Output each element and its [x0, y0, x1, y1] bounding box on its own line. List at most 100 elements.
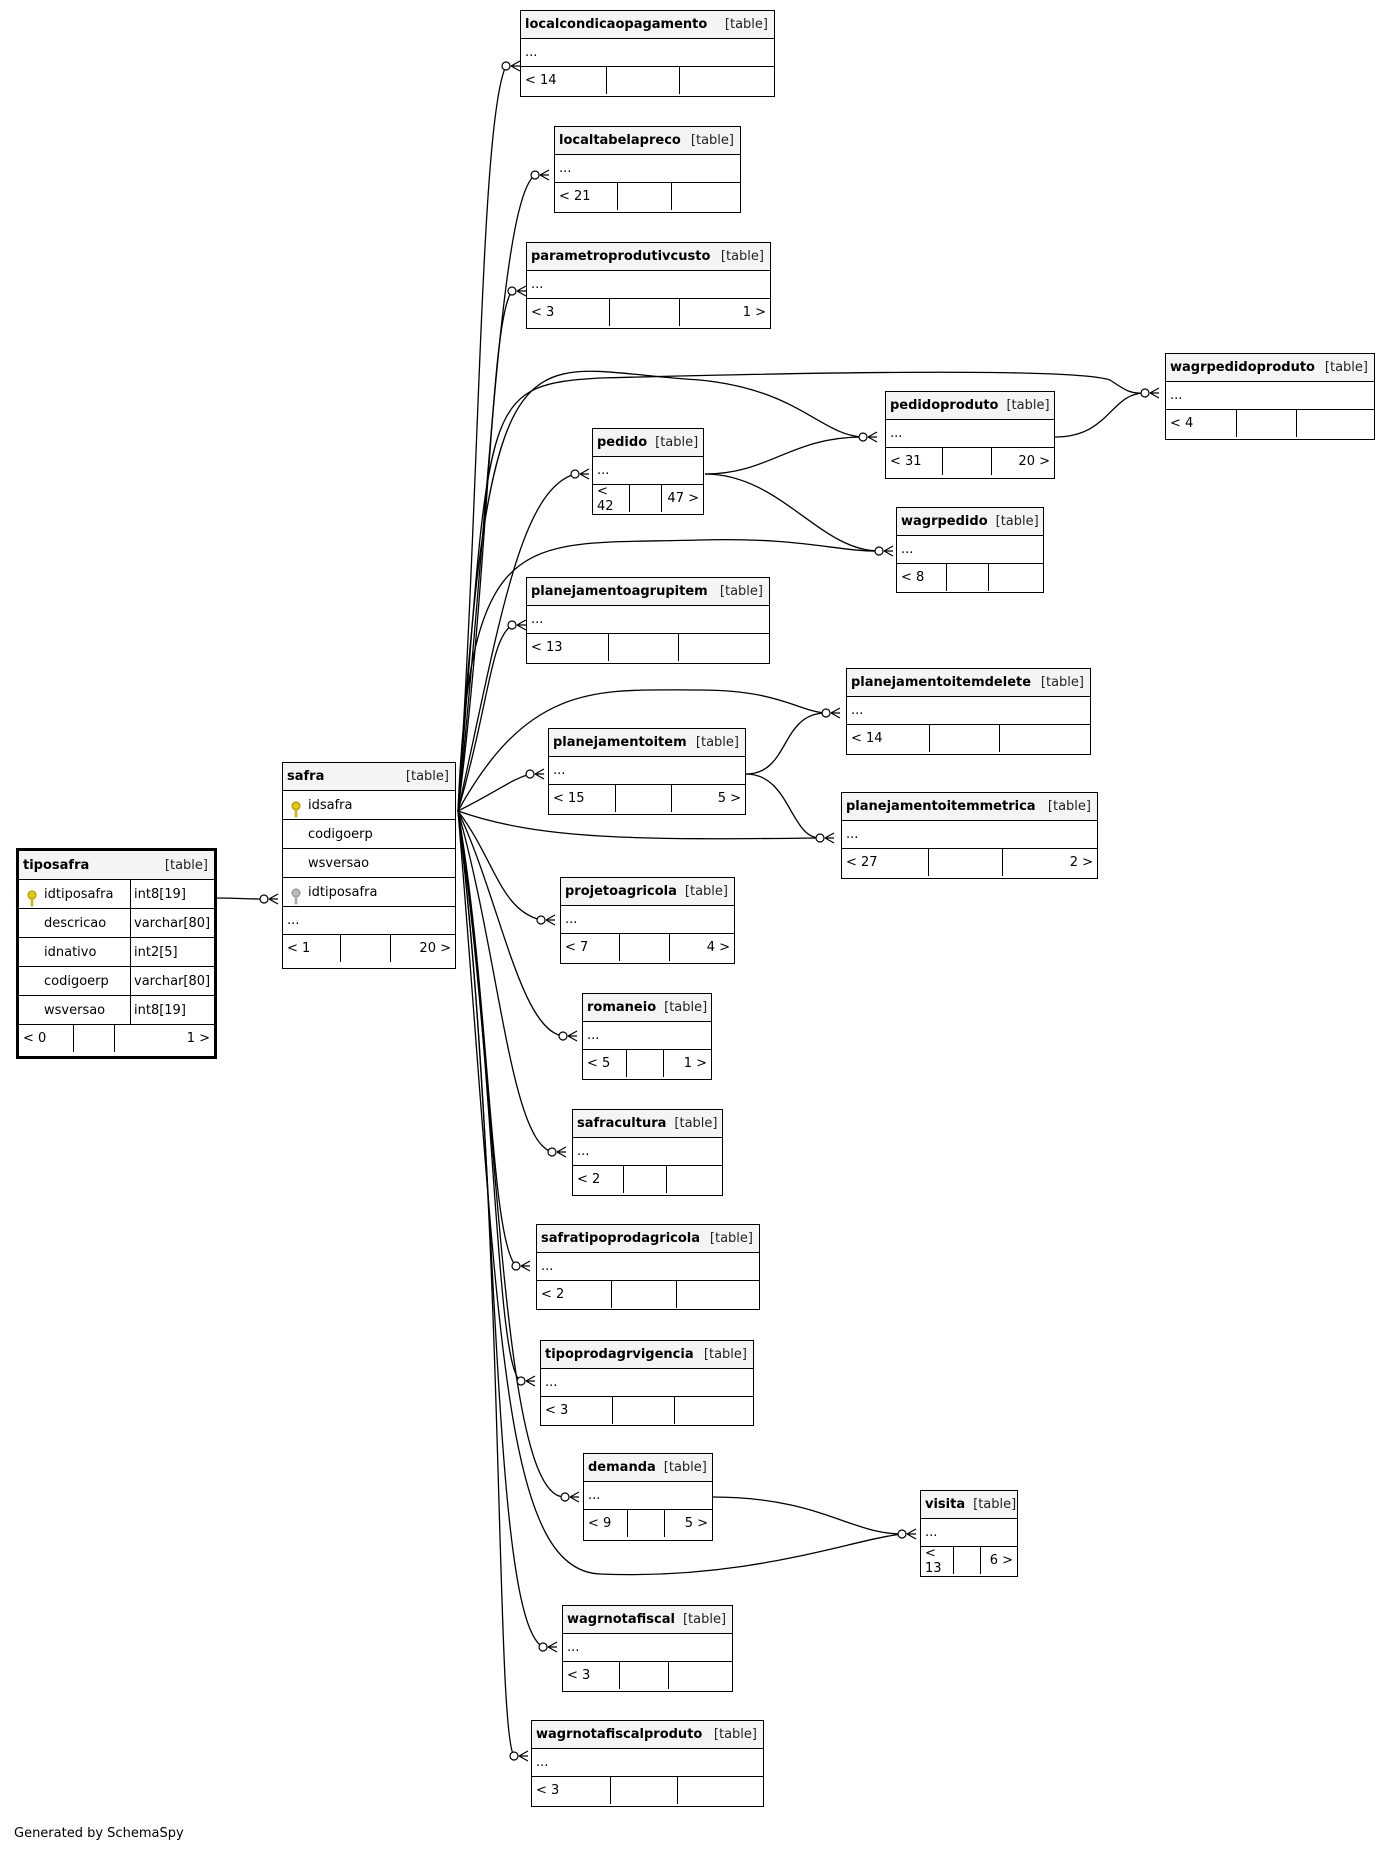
crowfoot-marker [516, 619, 527, 631]
parents-count[interactable]: < 2 [573, 1166, 624, 1193]
parents-count[interactable]: < 2 [537, 1281, 613, 1308]
parents-count[interactable]: < 31 [886, 448, 944, 475]
table-tiposafra[interactable]: tiposafra [table] idtiposafra int8[19] d… [16, 848, 217, 1059]
parents-count[interactable]: < 3 [541, 1397, 614, 1424]
parents-count[interactable]: < 13 [527, 634, 610, 661]
table-ellipsis: ... [573, 1138, 722, 1166]
table-name: pedidoproduto [890, 398, 999, 413]
table-tipoprodagrvigencia[interactable]: tipoprodagrvigencia[table]...< 3 [540, 1340, 754, 1426]
optional-marker [501, 61, 511, 71]
table-ellipsis: ... [921, 1519, 1017, 1547]
parents-count[interactable]: < 3 [532, 1777, 611, 1804]
table-visita[interactable]: visita[table]...< 13 6 > [920, 1490, 1018, 1577]
parents-count[interactable]: < 27 [842, 849, 929, 876]
children-count[interactable] [1000, 725, 1090, 752]
parents-count[interactable]: < 15 [549, 785, 616, 812]
children-count[interactable] [675, 1397, 753, 1424]
children-count[interactable]: 5 > [684, 1516, 708, 1531]
footer-spacer [610, 299, 681, 326]
table-safra[interactable]: safra [table] idsafra codigoerp wsversao… [282, 762, 456, 969]
children-count[interactable] [678, 1777, 763, 1804]
table-wagrpedidoproduto[interactable]: wagrpedidoproduto[table]...< 4 [1165, 353, 1375, 440]
footer-spacer [607, 67, 681, 94]
table-header: wagrnotafiscal[table] [563, 1606, 732, 1634]
children-count[interactable]: 1 > [683, 1056, 707, 1071]
parents-count[interactable]: < 13 [921, 1546, 954, 1576]
table-planejamentoagrupitem[interactable]: planejamentoagrupitem[table]...< 13 [526, 577, 770, 664]
children-count[interactable]: 47 > [667, 491, 699, 506]
table-safracultura[interactable]: safracultura[table]...< 2 [572, 1109, 723, 1196]
table-localcondicaopagamento[interactable]: localcondicaopagamento[table]...< 14 [520, 10, 775, 97]
column-row: idtiposafra [283, 878, 455, 907]
edge-safra-wagrnotafiscal [457, 810, 544, 1648]
edge-pedido-wagrpedido [704, 473, 880, 552]
optional-marker [509, 1751, 519, 1761]
parents-count[interactable]: < 42 [593, 484, 631, 514]
children-count[interactable]: 6 > [989, 1553, 1013, 1568]
edge-demanda-visita [711, 1496, 903, 1535]
table-ellipsis: ... [1166, 382, 1374, 410]
table-header: tiposafra [table] [19, 851, 214, 880]
edge-safra-planejamentoagrupitem [457, 624, 513, 812]
parents-count[interactable]: < 0 [19, 1025, 74, 1052]
crowfoot-marker [545, 914, 556, 926]
children-count[interactable] [677, 1281, 759, 1308]
children-count[interactable]: 20 > [1018, 454, 1050, 469]
table-ellipsis: ... [563, 1634, 732, 1662]
parents-count[interactable]: < 3 [563, 1662, 621, 1689]
parents-count[interactable]: < 14 [521, 67, 608, 94]
crowfoot-marker [516, 285, 527, 297]
footer-spacer [620, 934, 670, 961]
footer-spacer [954, 1547, 982, 1574]
children-count[interactable]: 5 > [717, 791, 741, 806]
table-planejamentoitemdelete[interactable]: planejamentoitemdelete[table]...< 14 [846, 668, 1091, 755]
children-count[interactable]: 4 > [706, 940, 730, 955]
table-wagrpedido[interactable]: wagrpedido[table]...< 8 [896, 507, 1044, 593]
children-count[interactable] [679, 634, 769, 661]
crowfoot-marker [569, 1491, 580, 1503]
children-count[interactable]: 20 > [419, 941, 451, 956]
parents-count[interactable]: < 1 [283, 935, 342, 962]
table-wagrnotafiscalproduto[interactable]: wagrnotafiscalproduto[table]...< 3 [531, 1720, 764, 1807]
table-header: visita[table] [921, 1491, 1017, 1519]
edge-safra-localcondicaopagamento [457, 65, 507, 812]
table-tag: [table] [690, 133, 734, 148]
table-localtabelapreco[interactable]: localtabelapreco[table]...< 21 [554, 126, 741, 213]
parents-count[interactable]: < 5 [583, 1050, 627, 1077]
parents-count[interactable]: < 21 [555, 183, 618, 210]
children-count[interactable] [989, 564, 1043, 591]
table-wagrnotafiscal[interactable]: wagrnotafiscal[table]...< 3 [562, 1605, 733, 1692]
children-count[interactable]: 2 > [1069, 855, 1093, 870]
table-name: wagrpedido [901, 514, 988, 529]
table-footer: < 14 [521, 67, 774, 94]
children-count[interactable] [672, 183, 740, 210]
table-footer: < 3 1 > [527, 299, 770, 326]
table-name: demanda [588, 1460, 656, 1475]
table-tag: [table] [973, 1497, 1017, 1512]
children-count[interactable] [667, 1166, 722, 1193]
parents-count[interactable]: < 3 [527, 299, 610, 326]
children-count[interactable] [669, 1662, 732, 1689]
parents-count[interactable]: < 14 [847, 725, 930, 752]
footer-spacer [613, 1397, 675, 1424]
parents-count[interactable]: < 4 [1166, 410, 1237, 437]
children-count[interactable]: 1 > [186, 1031, 210, 1046]
children-count[interactable] [1297, 410, 1374, 437]
parents-count[interactable]: < 8 [897, 564, 947, 591]
parents-count[interactable]: < 9 [584, 1510, 628, 1537]
table-footer: < 2 [537, 1281, 759, 1308]
table-safratipoprodagricola[interactable]: safratipoprodagricola[table]...< 2 [536, 1224, 760, 1310]
children-count[interactable]: 1 > [742, 305, 766, 320]
column-row: idnativo int2[5] [19, 938, 214, 967]
edge-safra-planejamentoitem [457, 773, 531, 812]
children-count[interactable] [680, 67, 774, 94]
parents-count[interactable]: < 7 [561, 934, 620, 961]
